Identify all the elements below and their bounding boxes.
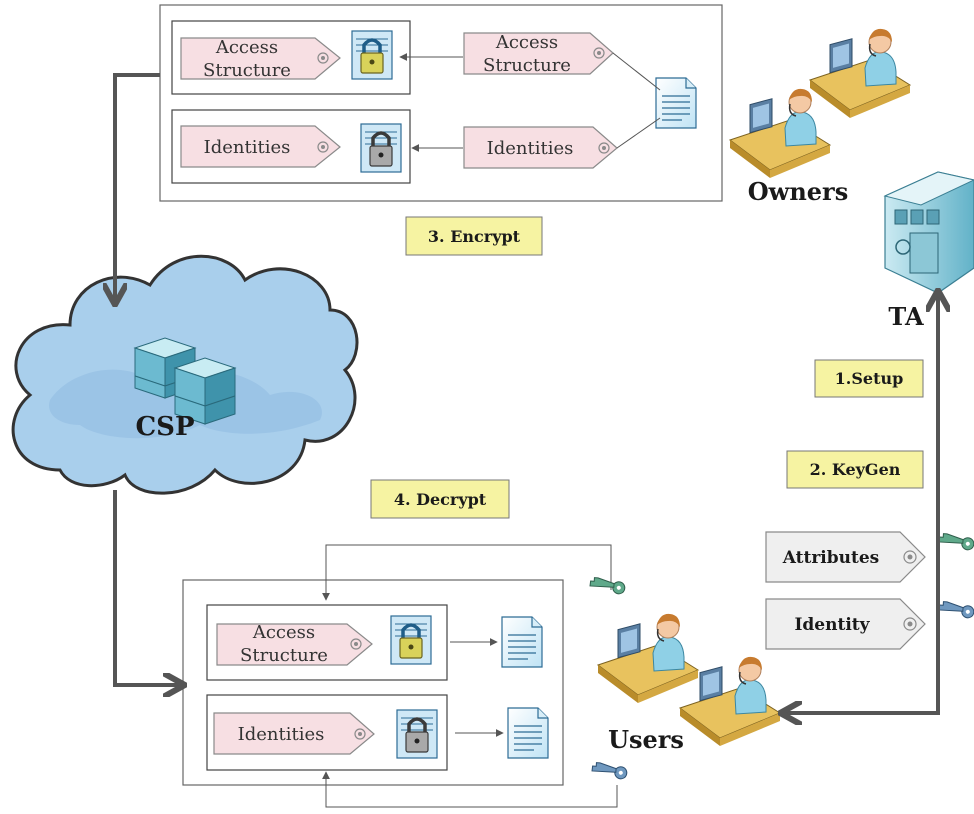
server-rack-icon xyxy=(133,337,237,425)
tag-text: Identities xyxy=(487,138,574,159)
tag-identities-ct: Identities xyxy=(180,125,341,168)
tag-access-structure-dec: Access Structure xyxy=(216,622,373,666)
ta-building-icon xyxy=(883,171,974,294)
connector-line xyxy=(612,52,661,91)
locked-document-yellow-icon xyxy=(350,29,394,81)
locked-document-gray-icon xyxy=(359,122,403,174)
tag-attributes: Attributes xyxy=(765,531,926,583)
tag-text: Attributes xyxy=(782,548,880,568)
tag-text: Access xyxy=(252,622,315,643)
ta-users-arrow xyxy=(785,295,938,713)
tag-text: Identities xyxy=(204,137,291,158)
connector-line xyxy=(616,117,661,149)
user-attribute-key-icon xyxy=(587,566,628,606)
tag-text: Access xyxy=(215,37,278,58)
tag-text: Structure xyxy=(483,55,571,76)
attribute-key-icon xyxy=(936,522,974,562)
user-person-icon xyxy=(597,613,699,704)
step-text: 2. KeyGen xyxy=(810,460,901,479)
locked-document-gray-icon xyxy=(395,708,439,760)
tag-text: Identities xyxy=(238,724,325,745)
upload-arrow xyxy=(115,73,160,300)
step-setup-badge: 1.Setup xyxy=(814,359,924,398)
user-identity-key-icon xyxy=(589,751,630,791)
key-flow-line xyxy=(322,544,612,601)
step-encrypt-badge: 3. Encrypt xyxy=(405,216,543,256)
plaintext-document-icon xyxy=(655,77,697,129)
decrypt-panel: Access Structure Identities xyxy=(182,579,564,786)
tag-text: Identity xyxy=(794,615,870,635)
identity-key-icon xyxy=(936,590,974,630)
key-flow-line xyxy=(322,771,618,808)
tag-text: Structure xyxy=(240,645,328,666)
users-label: Users xyxy=(608,725,684,754)
tag-access-structure-ct: Access Structure xyxy=(180,37,341,81)
step-keygen-badge: 2. KeyGen xyxy=(786,450,924,489)
tag-identities: Identities xyxy=(463,126,618,169)
tag-text: Structure xyxy=(203,60,291,81)
step-text: 1.Setup xyxy=(835,369,904,388)
tag-access-structure: Access Structure xyxy=(463,32,614,76)
owners-label: Owners xyxy=(748,177,848,206)
step-decrypt-badge: 4. Decrypt xyxy=(370,479,510,519)
tag-text: Access xyxy=(495,32,558,53)
decrypted-document-icon xyxy=(507,707,549,759)
decrypted-document-icon xyxy=(501,616,543,668)
owner-person-icon xyxy=(809,28,911,119)
download-arrow xyxy=(113,490,180,685)
step-text: 4. Decrypt xyxy=(394,490,487,509)
locked-document-yellow-icon xyxy=(389,614,433,666)
ta-label: TA xyxy=(888,302,924,331)
csp-label: CSP xyxy=(135,412,194,442)
step-text: 3. Encrypt xyxy=(428,227,521,246)
encrypt-panel: Access Structure Identities Access Struc… xyxy=(159,4,723,202)
owner-person-icon xyxy=(729,88,831,179)
tag-identities-dec: Identities xyxy=(213,712,375,755)
tag-identity: Identity xyxy=(765,598,926,650)
